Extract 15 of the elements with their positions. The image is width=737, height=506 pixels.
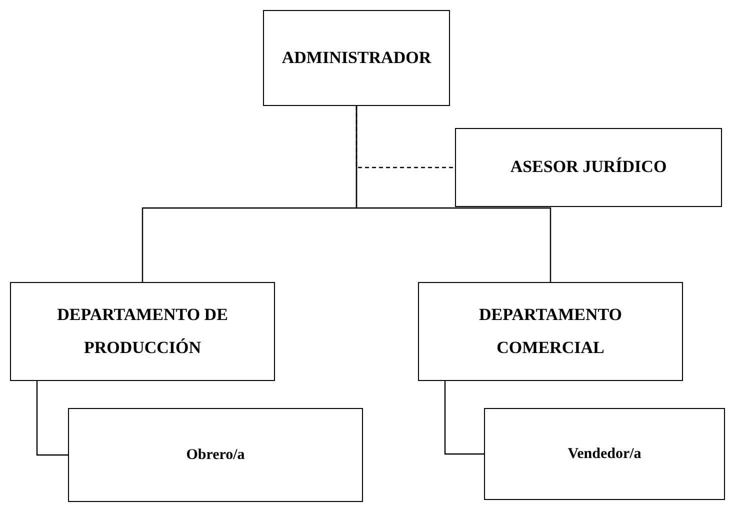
org-box <box>455 128 722 207</box>
box-label: DEPARTAMENTO DE PRODUCCIÓN <box>56 304 229 358</box>
org-box <box>68 408 363 502</box>
box-label: ASESOR JURÍDICO <box>510 156 667 178</box>
connector-line <box>36 381 68 456</box>
box-label: DEPARTAMENTO COMERCIAL <box>478 304 623 358</box>
org-box <box>418 282 683 381</box>
connector-line <box>444 381 484 455</box>
box-label: ADMINISTRADOR <box>282 46 432 69</box>
org-box <box>263 10 450 106</box>
org-box <box>484 408 725 500</box>
box-label: Obrero/a <box>186 446 245 465</box>
dashed-connector <box>356 106 455 168</box>
box-label: Vendedor/a <box>568 444 642 464</box>
org-box <box>10 282 275 381</box>
